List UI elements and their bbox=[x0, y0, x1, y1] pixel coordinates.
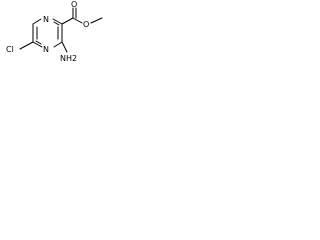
bond-n-bottom-c bbox=[32, 41, 43, 48]
amine-label: NH2 bbox=[60, 54, 77, 63]
chemical-structure: N N Cl NH2 O O bbox=[6, 0, 103, 63]
bond-c3-n-bottom bbox=[53, 41, 63, 48]
bond-carbonyl-ester-o bbox=[72, 17, 83, 24]
bond-ester-o-methyl bbox=[90, 17, 103, 24]
ring-n-top-label: N bbox=[43, 15, 49, 24]
bond-top-double-inner bbox=[53, 21, 60, 26]
bond-bottom-double-inner bbox=[35, 40, 42, 45]
bond-ring-to-cl bbox=[19, 41, 34, 50]
carbonyl-oxygen-label: O bbox=[71, 0, 77, 9]
chlorine-label: Cl bbox=[6, 45, 14, 54]
bond-ring-to-amine bbox=[61, 41, 68, 53]
ring-n-bottom-label: N bbox=[43, 45, 49, 54]
bond-c-n-top-left bbox=[32, 18, 42, 25]
bond-ring-to-carbonyl bbox=[61, 17, 74, 25]
ester-oxygen-label: O bbox=[83, 20, 89, 29]
bond-n-c-top-right bbox=[52, 18, 63, 25]
